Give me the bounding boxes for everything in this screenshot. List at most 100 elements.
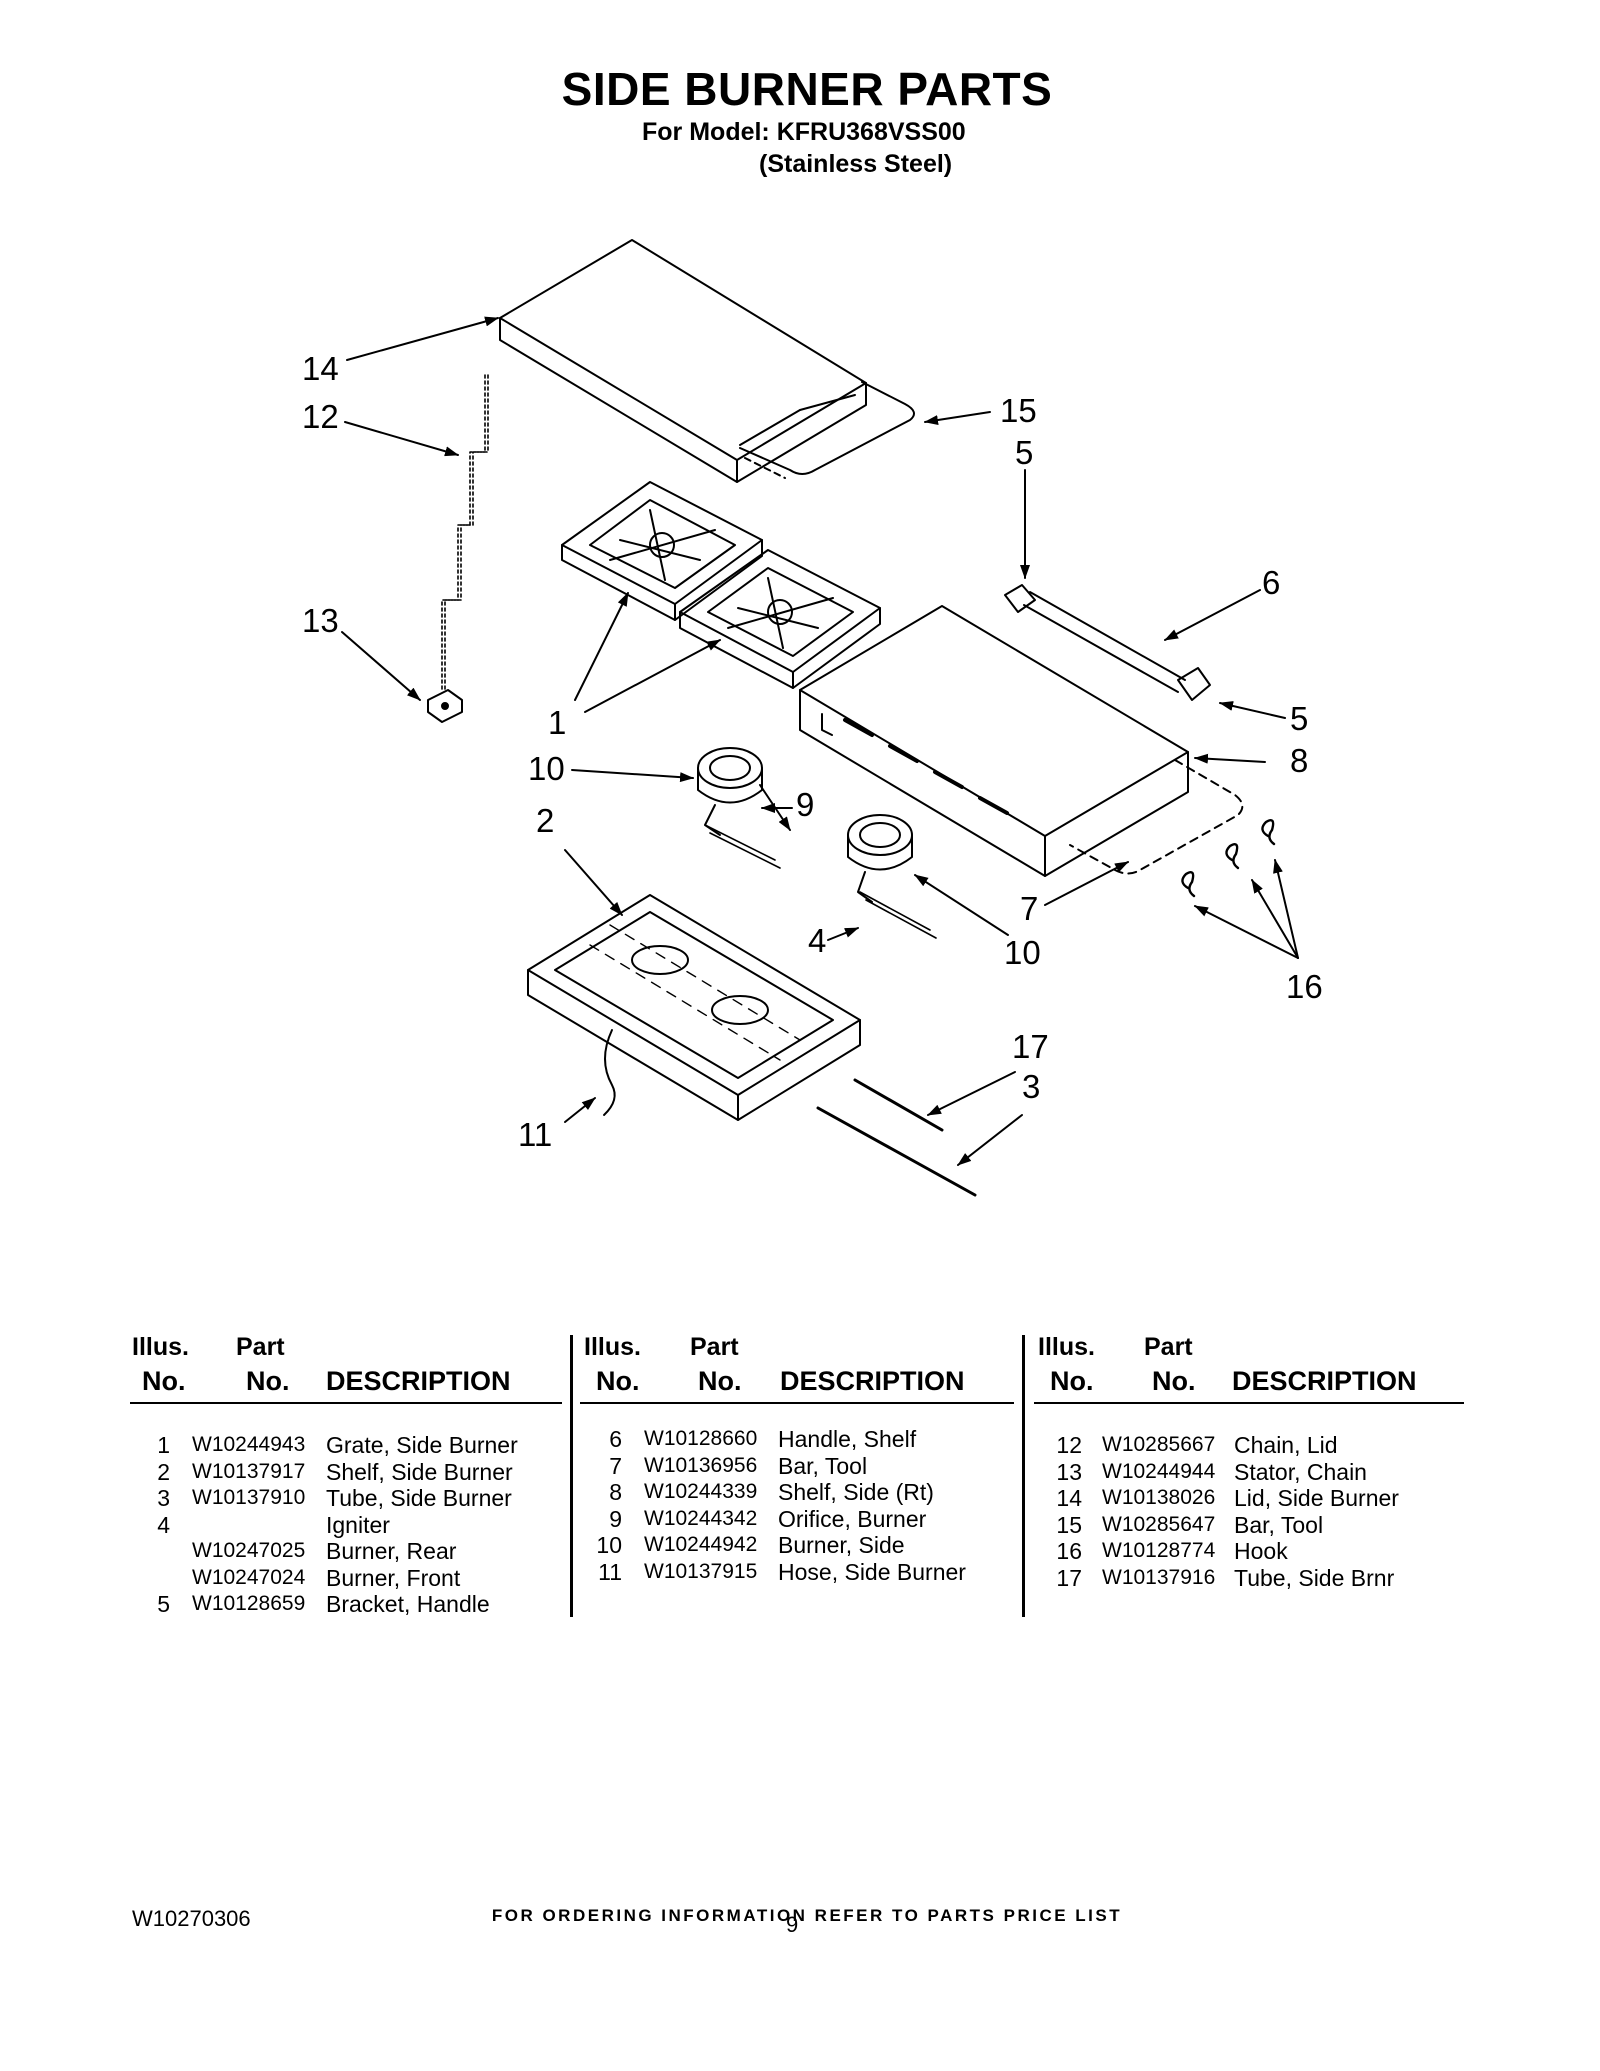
callout-2: 2 [536,802,555,839]
part-number: W10244942 [644,1533,758,1556]
header-no: No. [1050,1366,1094,1396]
callout-13: 13 [302,602,339,639]
leader-lines [341,316,1299,1166]
part-number: W10136956 [644,1453,758,1477]
header-part: Part [236,1333,285,1361]
callout-15: 15 [1000,392,1037,429]
part-description: Chain, Lid [1234,1432,1338,1458]
tool-bar-lid-drawing [739,381,915,479]
part-number: W10128659 [192,1592,306,1615]
page-title: SIDE BURNER PARTS [561,63,1053,115]
hooks-drawing [1181,819,1276,898]
part-number: W10247024 [192,1565,306,1589]
callout-7: 7 [1020,890,1039,927]
grate-front-drawing [679,549,881,689]
stator-chain-drawing [427,689,463,723]
illus-number: 10 [596,1532,622,1558]
part-number: W10244944 [1102,1459,1216,1483]
tubes-drawing [816,1078,977,1197]
header-description: DESCRIPTION [326,1366,511,1396]
part-number: W10244943 [192,1433,306,1456]
page-number: 9 [786,1912,799,1937]
burner-front-drawing [847,814,937,939]
part-description: Hose, Side Burner [778,1558,966,1585]
part-number: W10128774 [1102,1539,1216,1562]
part-number: W10137915 [644,1559,758,1583]
header-no: No. [142,1366,186,1396]
header-illus: Illus. [584,1333,641,1361]
part-description: Bar, Tool [1234,1511,1324,1538]
illus-number: 16 [1056,1538,1082,1564]
header-illus: Illus. [1038,1333,1095,1361]
model-line: For Model: KFRU368VSS00 [642,118,966,146]
illus-number: 2 [157,1458,170,1485]
part-number: W10137917 [192,1459,306,1483]
illus-number: 1 [157,1432,170,1458]
callout-8: 8 [1290,742,1309,779]
part-description: Burner, Side [778,1532,905,1558]
grate-rear-drawing [561,481,763,621]
header-rule [1034,1402,1464,1404]
callout-4: 4 [808,922,827,959]
callout-10-bottom: 10 [1004,934,1041,971]
callout-5-right: 5 [1290,700,1309,737]
exploded-parts-diagram [341,239,1299,1197]
part-number: W10137916 [1102,1565,1216,1589]
hose-side-burner-drawing [603,1029,616,1116]
part-description: Tube, Side Burner [326,1485,512,1511]
illus-number: 14 [1056,1485,1082,1511]
illus-number: 7 [609,1452,622,1479]
illus-number: 4 [157,1511,170,1538]
part-description: Shelf, Side (Rt) [778,1479,934,1505]
part-description: Tube, Side Brnr [1234,1564,1395,1591]
callout-9: 9 [796,786,815,823]
header-part-no: No. [698,1366,742,1396]
illus-number: 3 [157,1485,170,1511]
callout-5-top: 5 [1015,434,1034,471]
header-part: Part [690,1333,739,1361]
header-part-no: No. [1152,1366,1196,1396]
callout-11: 11 [518,1116,553,1153]
part-number: W10285667 [1102,1433,1216,1456]
part-description: Lid, Side Burner [1234,1485,1399,1511]
part-number: W10244342 [644,1506,758,1530]
part-number: W10128660 [644,1427,758,1450]
part-description: Bracket, Handle [326,1591,490,1617]
burner-rear-drawing [697,747,781,869]
side-burner-shelf-drawing [527,894,861,1121]
callout-17: 17 [1012,1028,1049,1065]
side-shelf-drawing [799,605,1189,877]
finish-line: (Stainless Steel) [759,150,953,178]
part-number: W10137910 [192,1486,306,1509]
part-number: W10244339 [644,1480,758,1503]
column-divider [570,1335,573,1617]
header-description: DESCRIPTION [780,1366,965,1396]
header-description: DESCRIPTION [1232,1366,1417,1396]
callout-10-top: 10 [528,750,565,787]
callout-3: 3 [1022,1068,1041,1105]
illus-number: 5 [157,1591,170,1617]
part-description: Bar, Tool [778,1452,868,1479]
part-description: Handle, Shelf [778,1426,917,1452]
lid-side-burner-drawing [499,239,867,483]
part-description: Grate, Side Burner [326,1432,518,1458]
callout-1: 1 [548,704,567,741]
callout-16: 16 [1286,968,1323,1005]
document-number: W10270306 [132,1906,251,1931]
illus-number: 6 [609,1426,622,1452]
part-description: Stator, Chain [1234,1458,1367,1485]
part-description: Orifice, Burner [778,1505,927,1532]
illus-number: 8 [609,1479,622,1505]
part-number: W10285647 [1102,1512,1216,1536]
handle-shelf-drawing [1004,584,1211,701]
part-description: Shelf, Side Burner [326,1458,513,1485]
illus-number: 17 [1056,1564,1082,1591]
callout-14: 14 [302,350,339,387]
header-no: No. [596,1366,640,1396]
chain-lid-drawing [441,374,489,691]
part-description: Burner, Front [326,1564,461,1591]
illus-number: 12 [1056,1432,1082,1458]
part-number: W10247025 [192,1539,306,1562]
header-rule [580,1402,1014,1404]
header-part-no: No. [246,1366,290,1396]
